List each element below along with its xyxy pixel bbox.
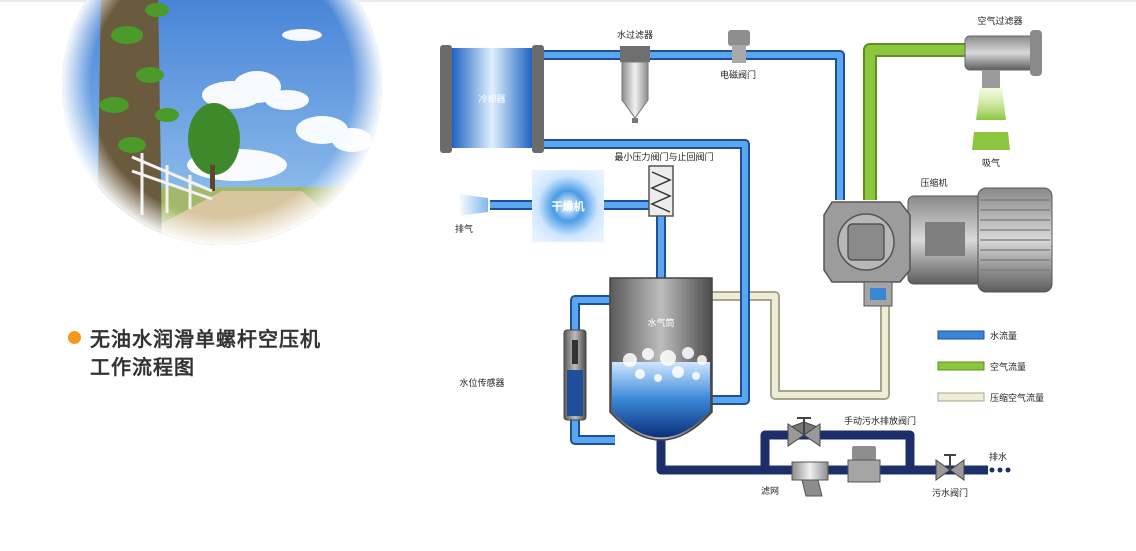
cooler: 冷却器	[440, 45, 544, 153]
drain-solenoid	[847, 446, 881, 483]
air-pipe	[863, 43, 965, 200]
label-cooler: 冷却器	[478, 93, 505, 105]
label-level-sensor: 水位传感器	[459, 377, 504, 389]
water-filter: 水过滤器	[617, 29, 653, 123]
label-strainer: 滤网	[761, 485, 779, 497]
label-min-pressure-valve: 最小压力阀门与止回阀门	[614, 151, 713, 163]
legend: 水流量 空气流量 压缩空气流量	[937, 330, 1044, 404]
water-air-tank: 水气筒	[609, 277, 713, 441]
label-waste-valve: 污水阀门	[932, 487, 968, 499]
waste-water-valve: 污水阀门	[932, 454, 968, 499]
label-solenoid-valve: 电磁阀门	[720, 69, 756, 81]
strainer: 滤网	[761, 461, 829, 497]
title-line-1: 无油水润滑单螺杆空压机	[90, 327, 321, 351]
label-compressor: 压缩机	[920, 177, 947, 189]
exhaust: 排气	[455, 194, 488, 235]
label-manual-drain: 手动污水排放阀门	[844, 415, 916, 427]
drain-outlet: 排水	[989, 451, 1011, 473]
solenoid-valve: 电磁阀门	[720, 30, 756, 81]
top-border	[0, 0, 1136, 2]
air-filter: 空气过滤器 吸气	[964, 15, 1042, 169]
legend-label-air: 空气流量	[990, 361, 1026, 373]
water-level-sensor: 水位传感器	[459, 329, 587, 421]
title-line-2: 工作流程图	[90, 355, 195, 379]
min-pressure-valve: 最小压力阀门与止回阀门	[614, 151, 714, 217]
legend-label-water: 水流量	[990, 330, 1017, 342]
flow-diagram: 冷却器 水过滤器 电磁阀门 空气过滤器 吸气 最小压力阀门与止回阀门 干燥机 排…	[440, 15, 1053, 499]
legend-label-compressed-air: 压缩空气流量	[990, 392, 1044, 404]
label-air-filter: 空气过滤器	[977, 15, 1022, 27]
legend-swatch-compressed-air	[937, 392, 985, 402]
compressed-air-pipe	[710, 291, 890, 400]
manual-drain-valve: 手动污水排放阀门	[786, 415, 916, 447]
title-bullet	[68, 331, 81, 344]
label-exhaust: 排气	[455, 223, 473, 235]
label-water-filter: 水过滤器	[617, 29, 653, 41]
dryer: 干燥机	[532, 170, 604, 242]
label-tank: 水气筒	[647, 317, 674, 329]
legend-swatch-air	[937, 361, 985, 371]
label-intake: 吸气	[982, 157, 1000, 169]
label-dryer: 干燥机	[552, 199, 585, 213]
legend-swatch-water	[937, 330, 985, 340]
landscape-photo	[62, 0, 382, 245]
compressor: 压缩机	[823, 177, 1053, 307]
label-drain: 排水	[989, 451, 1007, 463]
